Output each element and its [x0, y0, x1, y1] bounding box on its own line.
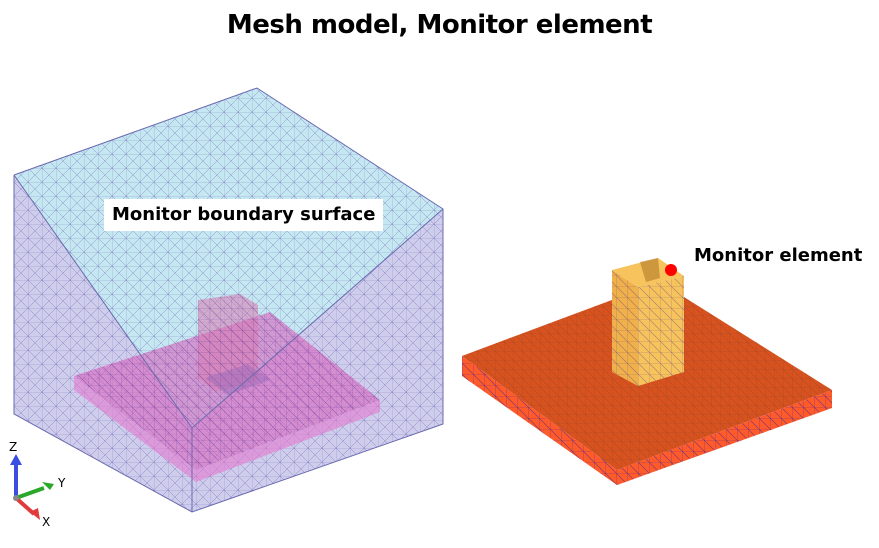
x-axis-arrow-icon: [30, 508, 40, 520]
axis-y-label: Y: [58, 476, 66, 490]
outer-soil-box: [13, 87, 444, 513]
page-title: Mesh model, Monitor element: [226, 10, 653, 40]
monitor-element-label: Monitor element: [694, 245, 863, 266]
monitor-element-point: [665, 264, 677, 276]
foundation-model: [462, 258, 832, 485]
z-axis-arrow-icon: [10, 454, 22, 465]
axis-x-label: X: [42, 515, 51, 529]
monitor-boundary-surface-label: Monitor boundary surface: [104, 199, 383, 231]
y-axis-arrow-icon: [42, 482, 54, 490]
inner-foundation-side: [74, 376, 196, 482]
axis-z-label: Z: [9, 440, 18, 454]
axis-triad: [10, 454, 54, 520]
